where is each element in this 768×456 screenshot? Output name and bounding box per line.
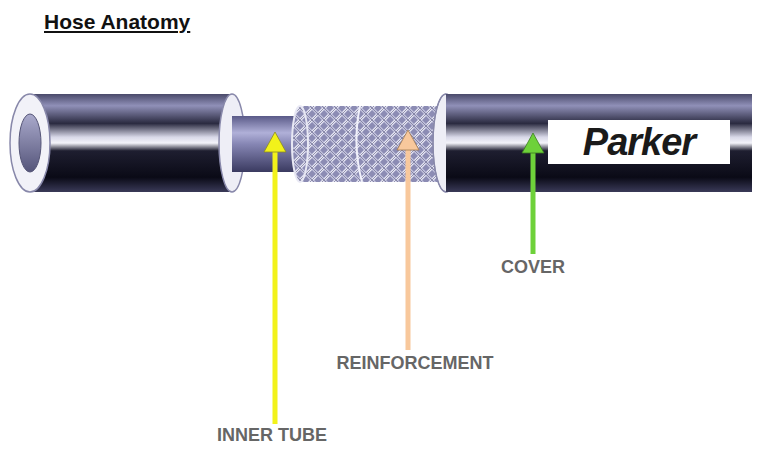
- arrow-head: [264, 132, 286, 152]
- cover-right: [446, 94, 752, 192]
- leader-line: [531, 151, 536, 254]
- part-label: INNER TUBE: [217, 425, 327, 446]
- cover-edge: [433, 94, 446, 192]
- logo-box: Parker: [548, 120, 730, 164]
- arrow-head: [522, 133, 544, 153]
- brand-logo: Parker: [583, 121, 695, 164]
- reinforcement-braid: [300, 106, 442, 182]
- arrow-head: [397, 130, 419, 150]
- leader-line: [406, 148, 411, 350]
- leader-line: [273, 150, 278, 424]
- diagram-title: Hose Anatomy: [44, 10, 190, 34]
- braid-end: [292, 106, 308, 182]
- part-label: REINFORCEMENT: [337, 353, 494, 374]
- hose-bore: [19, 114, 41, 172]
- hose-end-face: [10, 94, 50, 192]
- cover-left: [30, 94, 232, 192]
- part-label: COVER: [501, 257, 565, 278]
- hose-body: [10, 94, 752, 192]
- braid-seam: [356, 106, 362, 182]
